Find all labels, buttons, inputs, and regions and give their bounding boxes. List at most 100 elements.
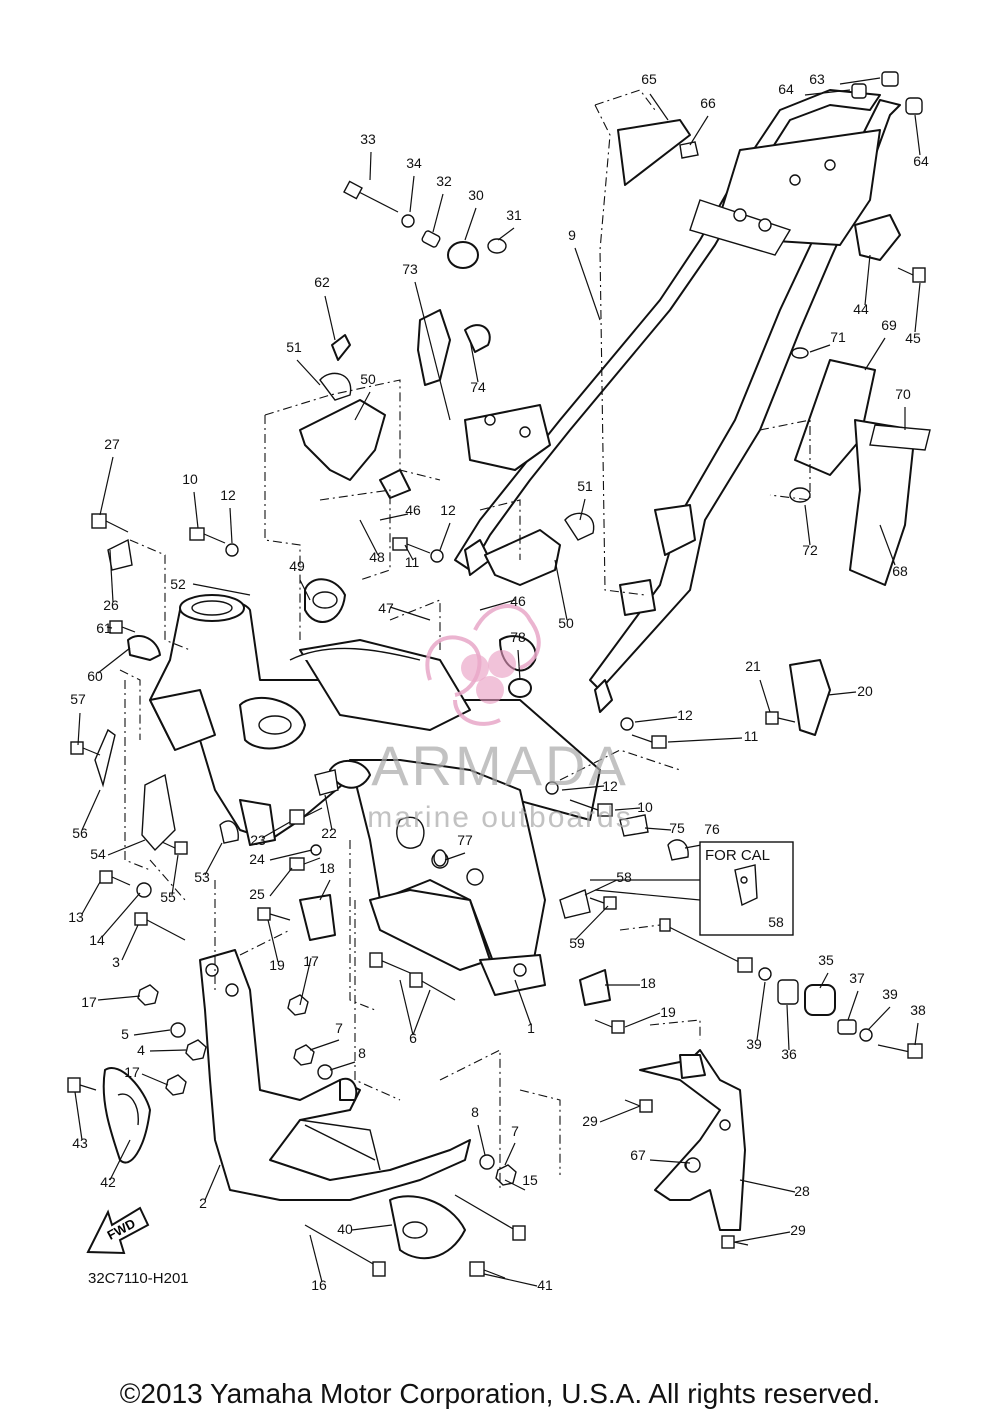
part-label-54: 54 <box>90 846 106 862</box>
part-label-17: 17 <box>81 994 97 1010</box>
part-label-56: 56 <box>72 825 88 841</box>
part-label-75: 75 <box>669 820 685 836</box>
part-label-68: 68 <box>892 563 908 579</box>
part-label-18: 18 <box>319 860 335 876</box>
part-label-46: 46 <box>510 593 526 609</box>
part-label-70: 70 <box>895 386 911 402</box>
part-label-69: 69 <box>881 317 897 333</box>
part-label-33: 33 <box>360 131 376 147</box>
part-label-20: 20 <box>857 683 873 699</box>
fasteners <box>67 71 926 1279</box>
diagram-code: 32C7110-H201 <box>88 1270 189 1287</box>
part-label-12: 12 <box>602 778 618 794</box>
part-label-29: 29 <box>790 1222 806 1238</box>
part-label-6: 6 <box>409 1030 417 1046</box>
part-label-21: 21 <box>745 658 761 674</box>
part-label-24: 24 <box>249 851 265 867</box>
part-label-55: 55 <box>160 889 176 905</box>
armada-watermark: ARMADA marine outboards <box>367 604 631 834</box>
part-number-labels: 6364646566333432303194445736271697451507… <box>68 71 929 1293</box>
watermark-brand: ARMADA <box>371 734 629 797</box>
part-label-18: 18 <box>640 975 656 991</box>
part-label-1: 1 <box>527 1020 535 1036</box>
part-label-11: 11 <box>744 728 759 744</box>
part-label-38: 38 <box>910 1002 926 1018</box>
part-label-3: 3 <box>112 954 120 970</box>
leader-lines <box>74 77 921 1287</box>
part-label-9: 9 <box>568 227 576 243</box>
part-label-29: 29 <box>582 1113 598 1129</box>
part-label-40: 40 <box>337 1221 353 1237</box>
part-label-36: 36 <box>781 1046 797 1062</box>
part-label-64: 64 <box>778 81 794 97</box>
part-label-57: 57 <box>70 691 86 707</box>
rear-frame <box>379 89 901 713</box>
part-label-31: 31 <box>506 207 522 223</box>
part-label-39: 39 <box>882 986 898 1002</box>
part-label-35: 35 <box>818 952 834 968</box>
part-label-51: 51 <box>577 478 593 494</box>
part-label-43: 43 <box>72 1135 88 1151</box>
part-label-77: 77 <box>457 832 473 848</box>
part-label-45: 45 <box>905 330 921 346</box>
part-label-26: 26 <box>103 597 119 613</box>
watermark-logo-icon <box>425 604 541 726</box>
part-label-32: 32 <box>436 173 452 189</box>
part-label-53: 53 <box>194 869 210 885</box>
fwd-arrow-icon: FWD <box>86 1206 150 1255</box>
part-label-17: 17 <box>303 953 319 969</box>
copyright-notice: ©2013 Yamaha Motor Corporation, U.S.A. A… <box>119 1378 881 1409</box>
part-label-4: 4 <box>137 1042 145 1058</box>
part-label-16: 16 <box>311 1277 327 1293</box>
part-label-12: 12 <box>677 707 693 723</box>
part-label-28: 28 <box>794 1183 810 1199</box>
part-label-8: 8 <box>358 1045 366 1061</box>
part-label-60: 60 <box>87 668 103 684</box>
lower-frame <box>102 949 471 1260</box>
part-label-44: 44 <box>853 301 869 317</box>
part-label-22: 22 <box>321 825 337 841</box>
part-label-61: 61 <box>96 620 112 636</box>
part-label-74: 74 <box>470 379 486 395</box>
part-label-17: 17 <box>124 1064 140 1080</box>
part-label-30: 30 <box>468 187 484 203</box>
reference-lines <box>119 89 811 1190</box>
part-label-72: 72 <box>802 542 818 558</box>
part-label-71: 71 <box>830 329 846 345</box>
part-label-76: 76 <box>704 821 720 837</box>
part-label-7: 7 <box>335 1020 343 1036</box>
part-label-65: 65 <box>641 71 657 87</box>
part-label-51: 51 <box>286 339 302 355</box>
part-label-66: 66 <box>700 95 716 111</box>
part-label-42: 42 <box>100 1174 116 1190</box>
for-cal-callout <box>590 841 794 936</box>
part-label-10: 10 <box>182 471 198 487</box>
part-label-49: 49 <box>289 558 305 574</box>
part-label-64: 64 <box>913 153 929 169</box>
part-label-73: 73 <box>402 261 418 277</box>
part-label-47: 47 <box>378 600 394 616</box>
for-cal-title: FOR CAL <box>705 847 771 864</box>
part-label-62: 62 <box>314 274 330 290</box>
part-label-63: 63 <box>809 71 825 87</box>
part-label-10: 10 <box>637 799 653 815</box>
part-label-15: 15 <box>522 1172 538 1188</box>
part-label-46: 46 <box>405 502 421 518</box>
part-label-5: 5 <box>121 1026 129 1042</box>
part-label-25: 25 <box>249 886 265 902</box>
part-label-67: 67 <box>630 1147 646 1163</box>
part-label-2: 2 <box>199 1195 207 1211</box>
part-label-41: 41 <box>537 1277 553 1293</box>
part-label-34: 34 <box>406 155 422 171</box>
part-label-13: 13 <box>68 909 84 925</box>
small-parts <box>94 119 931 1126</box>
part-label-50: 50 <box>360 371 376 387</box>
part-label-8: 8 <box>471 1104 479 1120</box>
part-label-52: 52 <box>170 576 186 592</box>
part-label-11: 11 <box>405 554 420 570</box>
part-label-58: 58 <box>768 914 784 930</box>
part-label-27: 27 <box>104 436 120 452</box>
part-label-58: 58 <box>616 869 632 885</box>
rear-bracket <box>639 1049 746 1231</box>
part-label-50: 50 <box>558 615 574 631</box>
